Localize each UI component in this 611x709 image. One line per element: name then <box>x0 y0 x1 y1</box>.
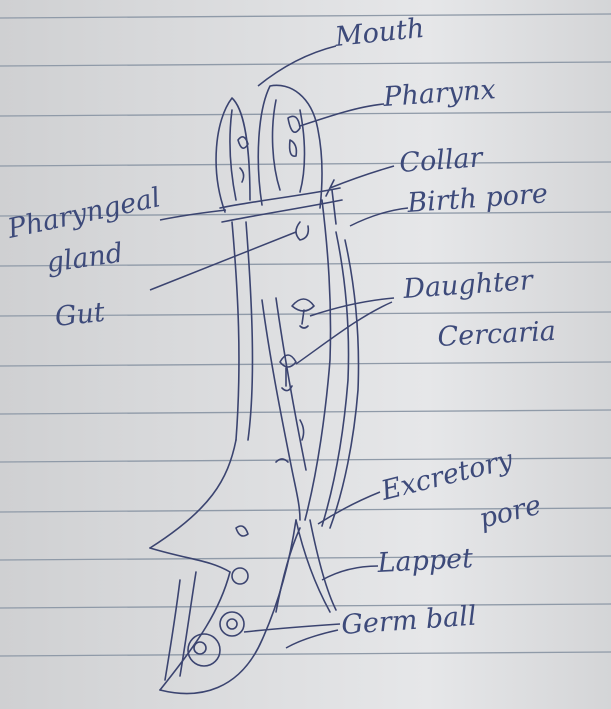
label-collar: Collar <box>398 142 485 179</box>
label-pharyngeal: Pharyngeal <box>4 182 163 245</box>
label-cercaria: Cercaria <box>437 316 557 353</box>
label-gland: gland <box>45 238 125 279</box>
label-daughter: Daughter <box>401 265 535 305</box>
label-germ-ball: Germ ball <box>340 601 477 641</box>
label-lappet: Lappet <box>376 543 474 579</box>
label-excretory-pore: pore <box>476 490 544 535</box>
redia-body <box>150 85 358 693</box>
label-gut: Gut <box>53 297 106 333</box>
label-excretory: Excretory <box>377 444 516 507</box>
label-pharynx: Pharynx <box>381 74 496 113</box>
label-mouth: Mouth <box>332 13 425 53</box>
